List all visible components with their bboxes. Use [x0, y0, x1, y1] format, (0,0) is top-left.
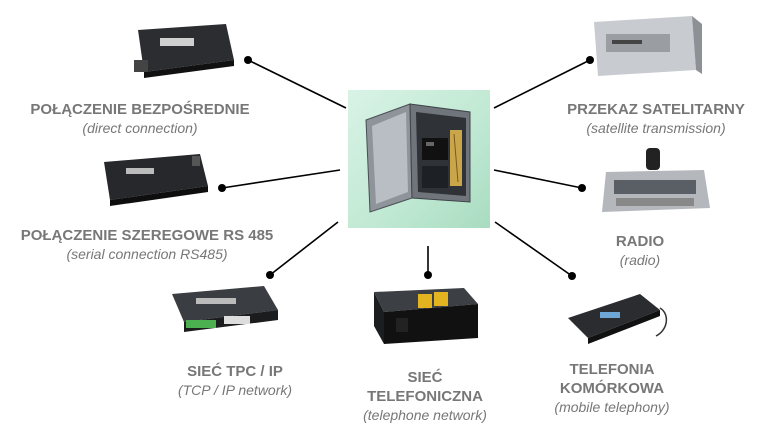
- label-mobile-telephony: TELEFONIA KOMÓRKOWA (mobile telephony): [522, 360, 702, 416]
- satellite-device-image: [594, 16, 702, 76]
- dot-direct: [244, 56, 252, 64]
- connector-serial: [221, 169, 341, 189]
- title-serial-connection: POŁĄCZENIE SZEREGOWE RS 485: [20, 227, 274, 244]
- connector-direct: [247, 59, 347, 109]
- telephone-network-device-image: [374, 288, 478, 344]
- subtitle-radio: (radio): [619, 252, 661, 268]
- label-serial-connection: POŁĄCZENIE SZEREGOWE RS 485 (serial conn…: [4, 226, 290, 263]
- dot-radio: [578, 184, 586, 192]
- subtitle-tcp-ip-network: (TCP / IP network): [177, 382, 293, 398]
- title-direct-connection: POŁĄCZENIE BEZPOŚREDNIE: [30, 101, 250, 118]
- label-satellite-transmission: PRZEKAZ SATELITARNY (satellite transmiss…: [546, 100, 766, 137]
- central-cabinet-image: [348, 90, 490, 228]
- serial-connection-device-image: [104, 154, 208, 206]
- label-telephone-network: SIEĆ TELEFONICZNA (telephone network): [340, 368, 510, 424]
- dot-telephone: [424, 271, 432, 279]
- radio-device-image: [602, 148, 710, 212]
- title-telephone-network-line2: TELEFONICZNA: [367, 388, 483, 405]
- dot-satellite: [586, 56, 594, 64]
- connector-satellite: [493, 59, 591, 109]
- dot-serial: [218, 184, 226, 192]
- subtitle-telephone-network: (telephone network): [363, 407, 487, 423]
- dot-mobile: [568, 272, 576, 280]
- subtitle-direct-connection: (direct connection): [82, 120, 198, 136]
- tcp-ip-device-image: [172, 286, 278, 332]
- dot-tcp: [266, 271, 274, 279]
- label-tcp-ip-network: SIEĆ TPC / IP (TCP / IP network): [150, 362, 320, 399]
- connector-mobile: [494, 221, 573, 277]
- title-tcp-ip-network: SIEĆ TPC / IP: [187, 363, 283, 380]
- subtitle-mobile-telephony: (mobile telephony): [554, 399, 670, 415]
- mobile-telephony-device-image: [568, 294, 668, 344]
- title-mobile-telephony-line1: TELEFONIA: [569, 361, 655, 378]
- label-radio: RADIO (radio): [598, 232, 682, 269]
- title-satellite-transmission: PRZEKAZ SATELITARNY: [567, 101, 745, 118]
- subtitle-serial-connection: (serial connection RS485): [66, 246, 228, 262]
- title-telephone-network-line1: SIEĆ: [407, 369, 443, 386]
- subtitle-satellite-transmission: (satellite transmission): [586, 120, 726, 136]
- direct-connection-device-image: [134, 24, 234, 78]
- label-direct-connection: POŁĄCZENIE BEZPOŚREDNIE (direct connecti…: [20, 100, 260, 137]
- connector-radio: [493, 169, 583, 189]
- title-radio: RADIO: [615, 233, 665, 250]
- connector-tcp: [269, 221, 339, 276]
- title-mobile-telephony-line2: KOMÓRKOWA: [559, 380, 665, 397]
